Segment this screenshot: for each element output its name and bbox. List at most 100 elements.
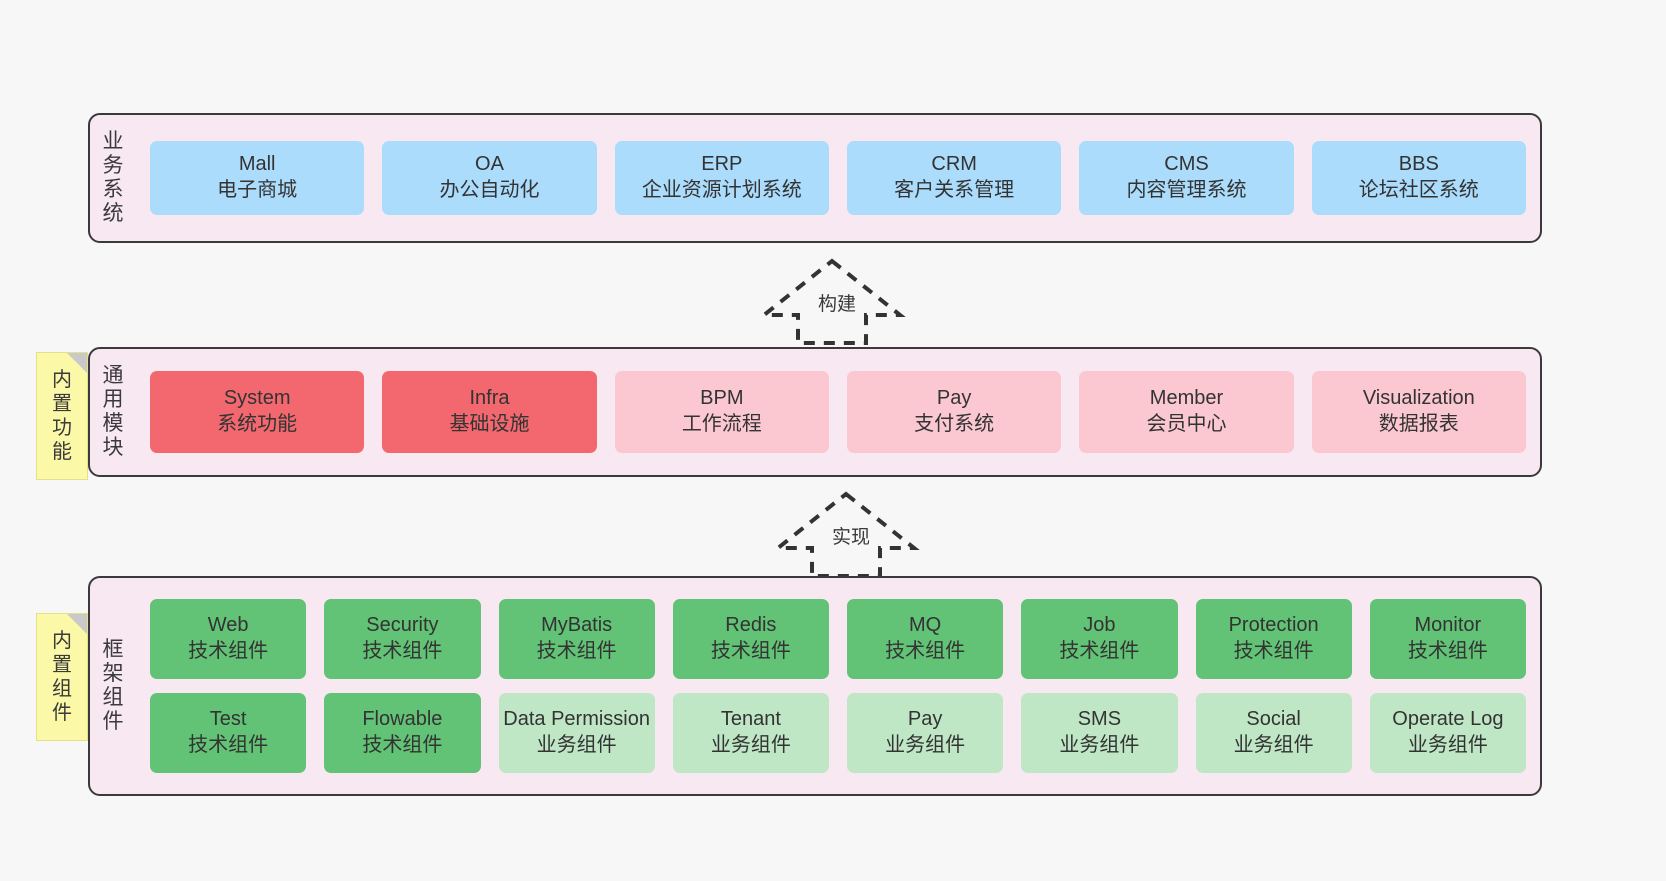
arrow-build-label: 构建 — [816, 294, 859, 315]
card-security[interactable]: Security 技术组件 — [324, 599, 481, 679]
card-title: System — [223, 387, 291, 410]
card-subtitle: 客户关系管理 — [894, 179, 1015, 201]
card-title: Web — [207, 614, 249, 637]
card-flowable[interactable]: Flowable 技术组件 — [324, 693, 481, 773]
card-protection[interactable]: Protection 技术组件 — [1195, 599, 1352, 679]
card-job[interactable]: Job 技术组件 — [1021, 599, 1178, 679]
card-title: Pay — [907, 708, 943, 731]
card-system[interactable]: System 系统功能 — [150, 371, 365, 453]
card-member[interactable]: Member 会员中心 — [1079, 371, 1294, 453]
note-char: 功 — [52, 417, 72, 439]
card-title: CMS — [1164, 153, 1209, 176]
card-social[interactable]: Social 业务组件 — [1195, 693, 1352, 773]
card-cms[interactable]: CMS 内容管理系统 — [1079, 141, 1294, 215]
layer-title-char: 统 — [102, 201, 124, 225]
card-data-permission[interactable]: Data Permission 业务组件 — [498, 693, 655, 773]
layer-title-char: 通 — [102, 364, 124, 388]
card-subtitle: 技术组件 — [1407, 640, 1488, 662]
note-char: 内 — [52, 630, 72, 652]
layer-common-body: System 系统功能 Infra 基础设施 BPM 工作流程 Pay 支付系统… — [136, 349, 1540, 475]
layer-title-char: 业 — [102, 130, 124, 154]
card-subtitle: 技术组件 — [1233, 640, 1314, 662]
card-title: Test — [209, 708, 247, 731]
card-subtitle: 业务组件 — [1407, 734, 1488, 756]
card-subtitle: 技术组件 — [1059, 640, 1140, 662]
layer-title-char: 件 — [102, 709, 124, 733]
layer-framework-components: 框 架 组 件 Web 技术组件 Security 技术组件 MyBatis 技… — [88, 576, 1542, 796]
framework-tech-row: Web 技术组件 Security 技术组件 MyBatis 技术组件 Redi… — [150, 599, 1526, 679]
note-char: 内 — [52, 369, 72, 391]
card-title: ERP — [701, 153, 743, 176]
layer-framework-title: 框 架 组 件 — [90, 578, 136, 794]
layer-title-char: 系 — [102, 178, 124, 201]
card-subtitle: 会员中心 — [1146, 413, 1227, 435]
card-crm[interactable]: CRM 客户关系管理 — [846, 141, 1062, 215]
card-subtitle: 技术组件 — [710, 640, 791, 662]
note-fold-corner-icon — [67, 614, 87, 634]
card-title: Flowable — [362, 708, 443, 731]
card-erp[interactable]: ERP 企业资源计划系统 — [614, 141, 829, 215]
note-char: 组 — [52, 678, 72, 700]
card-subtitle: 技术组件 — [362, 734, 443, 756]
card-subtitle: 业务组件 — [710, 734, 791, 756]
card-title: Operate Log — [1392, 708, 1504, 731]
layer-common-title: 通 用 模 块 — [90, 349, 136, 475]
card-sms[interactable]: SMS 业务组件 — [1021, 693, 1178, 773]
note-char: 能 — [52, 441, 72, 463]
card-title: Visualization — [1362, 387, 1475, 410]
card-subtitle: 电子商城 — [217, 179, 298, 201]
note-fold-corner-icon — [67, 353, 87, 373]
card-title: MyBatis — [541, 614, 613, 637]
layer-title-char: 块 — [102, 435, 124, 459]
card-subtitle: 办公自动化 — [439, 179, 540, 201]
card-title: BPM — [700, 387, 744, 410]
card-redis[interactable]: Redis 技术组件 — [672, 599, 829, 679]
layer-title-char: 架 — [102, 662, 124, 686]
card-pay-biz[interactable]: Pay 业务组件 — [847, 693, 1004, 773]
card-subtitle: 业务组件 — [1059, 734, 1140, 756]
card-subtitle: 内容管理系统 — [1126, 179, 1247, 201]
card-title: Social — [1246, 708, 1301, 731]
arrow-implement: 实现 — [772, 490, 920, 578]
card-title: Pay — [936, 387, 972, 410]
card-visualization[interactable]: Visualization 数据报表 — [1311, 371, 1526, 453]
layer-title-char: 框 — [102, 638, 124, 662]
note-builtin-component: 内 置 组 件 — [36, 613, 88, 741]
card-title: CRM — [931, 153, 977, 176]
card-test[interactable]: Test 技术组件 — [150, 693, 307, 773]
note-char: 件 — [52, 702, 72, 724]
note-builtin-feature: 内 置 功 能 — [36, 352, 88, 480]
common-card-row: System 系统功能 Infra 基础设施 BPM 工作流程 Pay 支付系统… — [150, 371, 1526, 453]
framework-biz-row: Test 技术组件 Flowable 技术组件 Data Permission … — [150, 693, 1526, 773]
card-web[interactable]: Web 技术组件 — [150, 599, 307, 679]
card-pay[interactable]: Pay 支付系统 — [846, 371, 1062, 453]
card-bpm[interactable]: BPM 工作流程 — [614, 371, 829, 453]
card-subtitle: 系统功能 — [217, 413, 298, 435]
card-monitor[interactable]: Monitor 技术组件 — [1369, 599, 1526, 679]
card-operate-log[interactable]: Operate Log 业务组件 — [1369, 693, 1526, 773]
arrow-implement-label: 实现 — [830, 527, 873, 548]
card-title: Job — [1083, 614, 1116, 637]
business-card-row: Mall 电子商城 OA 办公自动化 ERP 企业资源计划系统 CRM 客户关系… — [150, 141, 1526, 215]
card-mq[interactable]: MQ 技术组件 — [847, 599, 1004, 679]
layer-framework-body: Web 技术组件 Security 技术组件 MyBatis 技术组件 Redi… — [136, 578, 1540, 794]
note-char: 置 — [52, 393, 72, 415]
card-mybatis[interactable]: MyBatis 技术组件 — [498, 599, 655, 679]
card-infra[interactable]: Infra 基础设施 — [382, 371, 597, 453]
note-char: 置 — [52, 654, 72, 676]
layer-title-char: 模 — [102, 412, 124, 435]
card-subtitle: 业务组件 — [1233, 734, 1314, 756]
layer-title-char: 务 — [102, 154, 124, 178]
card-subtitle: 数据报表 — [1378, 413, 1459, 435]
card-subtitle: 论坛社区系统 — [1358, 179, 1479, 201]
card-subtitle: 技术组件 — [362, 640, 443, 662]
card-bbs[interactable]: BBS 论坛社区系统 — [1311, 141, 1526, 215]
card-subtitle: 基础设施 — [449, 413, 530, 435]
card-oa[interactable]: OA 办公自动化 — [382, 141, 597, 215]
card-title: Member — [1149, 387, 1224, 410]
card-tenant[interactable]: Tenant 业务组件 — [672, 693, 829, 773]
card-subtitle: 业务组件 — [536, 734, 617, 756]
card-mall[interactable]: Mall 电子商城 — [150, 141, 365, 215]
card-subtitle: 技术组件 — [885, 640, 966, 662]
layer-title-char: 用 — [102, 388, 124, 412]
